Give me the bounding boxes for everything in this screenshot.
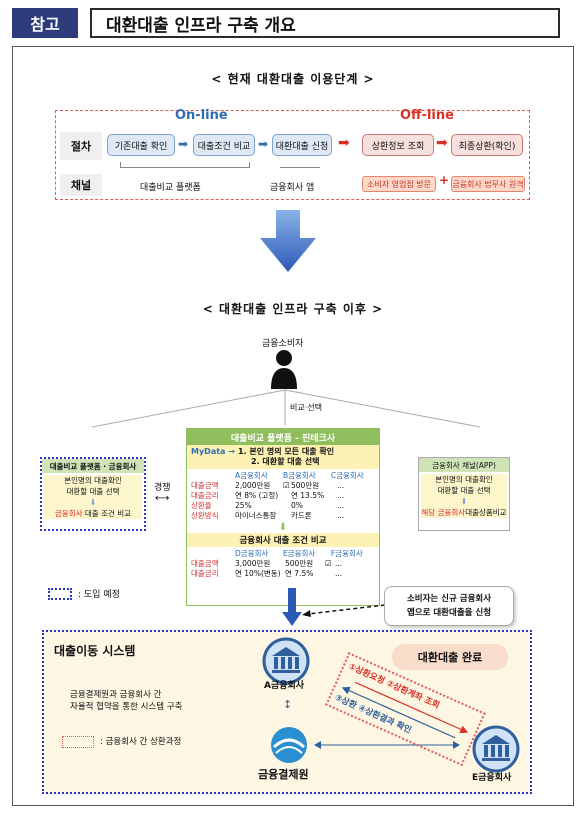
- step-compare: 대출조건 비교: [193, 134, 255, 156]
- col-b: B금융회사: [282, 471, 316, 480]
- channel-branch: 소비자 영업점 방문: [362, 176, 436, 192]
- right-box-header: 금융회사 채널(APP): [419, 458, 509, 472]
- offline-label: Off-line: [400, 108, 454, 123]
- horizontal-double-arrow: [314, 741, 460, 749]
- system-desc1: 금융결제원과 금융회사 간: [70, 690, 162, 700]
- compare-header: 금융회사 대출 조건 비교: [187, 533, 379, 547]
- legend-red-swatch: [62, 736, 94, 748]
- arrow-down-icon: ⬇: [460, 497, 468, 506]
- left-box-line2: 대환할 대출 선택: [66, 487, 120, 496]
- arrow-right-icon: ➡: [178, 137, 189, 151]
- content-frame: [12, 46, 574, 806]
- compete-label: 경쟁: [154, 483, 171, 493]
- mydata-label: MyData →: [191, 447, 235, 456]
- left-platform-box: 대출비교 플랫폼 · 금융회사 본인명의 대출확인 대환할 대출 선택 ⬇ 금융…: [40, 457, 146, 531]
- online-label: On-line: [175, 108, 228, 123]
- before-diagram: [55, 110, 530, 200]
- left-box-rest: 대출 조건 비교: [84, 509, 132, 518]
- row-label-channel: 채널: [60, 174, 102, 196]
- process-arrows: [341, 681, 469, 739]
- col-c: C금융회사: [330, 471, 364, 480]
- legend-red-label: : 금융회사 간 상환과정: [100, 737, 182, 747]
- plus-icon: +: [439, 173, 450, 187]
- kftc-logo-icon: [271, 727, 307, 763]
- arrow-right-icon: ➡: [436, 135, 448, 151]
- col-a: A금융회사: [235, 471, 268, 480]
- bank-a-icon: [262, 637, 310, 685]
- left-box-red: 금융회사: [54, 509, 83, 518]
- callout-box: 소비자는 신규 금융회사 앱으로 대환대출을 신청: [384, 586, 514, 626]
- platform-col-headers: A금융회사 B금융회사 C금융회사: [191, 471, 375, 481]
- consumer-label: 금융소비자: [262, 339, 304, 349]
- channel-app: 금융회사 앱: [270, 183, 315, 193]
- after-section-title: < 대환대출 인프라 구축 이후 >: [202, 302, 384, 316]
- left-box-lines: 본인명의 대출확인 대환할 대출 선택 ⬇ 금융회사 대출 조건 비교: [44, 475, 142, 519]
- bracket-platform: [120, 162, 250, 168]
- big-down-arrow-icon: [260, 210, 316, 272]
- right-box-rest: 대출상품비교: [465, 508, 507, 517]
- legend-planned-label: : 도입 예정: [78, 590, 120, 600]
- right-box-line1: 본인명의 대출확인: [435, 475, 493, 484]
- person-icon: [271, 350, 297, 389]
- right-box-red: 해당 금융회사: [421, 508, 466, 517]
- header-tag: 참고: [12, 8, 78, 38]
- double-arrow-icon: ⟷: [155, 493, 170, 504]
- platform-box: 대출비교 플랫폼 - 핀테크사 MyData →1. 본인 명의 모든 대출 확…: [186, 428, 380, 606]
- vertical-double-arrow-icon: ↕: [283, 698, 293, 711]
- platform-header: 대출비교 플랫폼 - 핀테크사: [187, 429, 379, 445]
- mydata-box: MyData →1. 본인 명의 모든 대출 확인 2. 대환할 대출 선택: [187, 445, 379, 469]
- left-box-header: 대출비교 플랫폼 · 금융회사: [42, 459, 144, 473]
- before-section-title: < 현재 대환대출 이용단계 >: [211, 72, 375, 86]
- kftc-label: 금융결제원: [258, 768, 309, 781]
- legend-planned-swatch: [48, 588, 72, 600]
- right-box-lines: 본인명의 대출확인 대환할 대출 선택 ⬇ 해당 금융회사대출상품비교: [421, 474, 507, 518]
- bank-e-icon: [472, 725, 520, 773]
- right-box-line2: 대환할 대출 선택: [437, 486, 491, 495]
- row-label-procedure: 절차: [60, 132, 102, 160]
- complete-badge: 대환대출 완료: [392, 644, 508, 670]
- checkbox-icon: ☑: [283, 481, 290, 490]
- bank-a-label: A금융회사: [264, 681, 305, 691]
- callout-line2: 앱으로 대환대출을 신청: [406, 608, 492, 618]
- repay-process: ①상환요청 ②상환계좌 조회 ③상환 ④상환결과 확인: [324, 652, 486, 768]
- step-existing-loan: 기존대출 확인: [107, 134, 175, 156]
- channel-platform: 대출비교 플랫폼: [140, 183, 201, 193]
- arrow-down-icon: ⬇: [278, 522, 288, 533]
- compare-col-headers: D금융회사 E금융회사 F금융회사: [235, 549, 363, 558]
- channel-legal: 금융회사 법무사 원격: [451, 176, 525, 192]
- branch-lines: [91, 389, 481, 428]
- left-box-line1: 본인명의 대출확인: [64, 476, 122, 485]
- system-desc2: 자율적 협약을 통한 시스템 구축: [70, 702, 183, 712]
- mydata-step2: 2. 대환할 대출 선택: [251, 457, 320, 466]
- down-arrow-icon: [282, 588, 302, 626]
- mydata-step1: 1. 본인 명의 모든 대출 확인: [237, 447, 335, 456]
- callout-line1: 소비자는 신규 금융회사: [406, 594, 492, 604]
- checkbox-icon: ☑: [325, 559, 332, 568]
- page-title: 대환대출 인프라 구축 개요: [90, 8, 560, 38]
- compare-select-label: 비교·선택: [290, 403, 322, 412]
- arrow-right-icon: ➡: [258, 137, 269, 151]
- system-title: 대출이동 시스템: [54, 644, 136, 658]
- arrow-right-icon: ➡: [338, 135, 350, 151]
- step-apply: 대환대출 신청: [272, 134, 332, 156]
- bracket-app: [280, 162, 320, 168]
- dashed-arrow: [302, 604, 386, 617]
- right-app-box: 금융회사 채널(APP) 본인명의 대출확인 대환할 대출 선택 ⬇ 해당 금융…: [418, 457, 510, 531]
- step-repay-info: 상환정보 조회: [362, 134, 434, 156]
- step-final-repay: 최종상환(확인): [451, 134, 523, 156]
- bank-e-label: E금융회사: [472, 773, 512, 783]
- arrow-down-icon: ⬇: [89, 498, 97, 507]
